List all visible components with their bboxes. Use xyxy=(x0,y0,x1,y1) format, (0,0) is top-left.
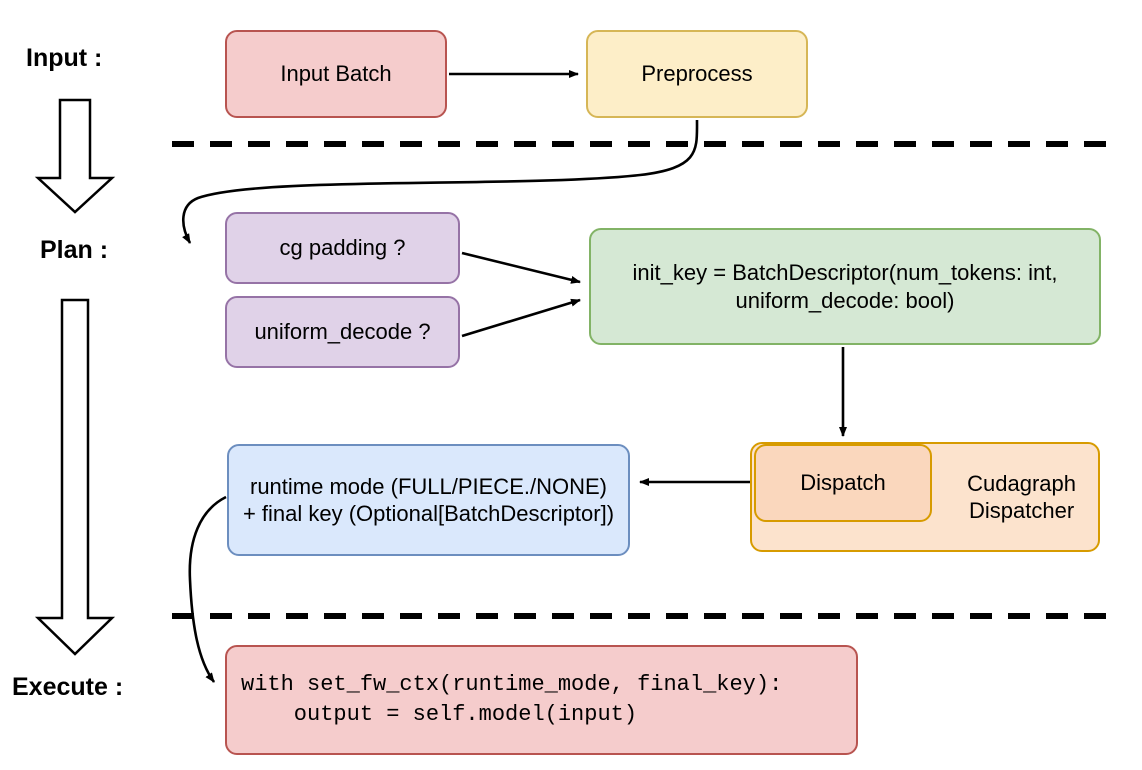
node-execute-code[interactable]: with set_fw_ctx(runtime_mode, final_key)… xyxy=(225,645,858,755)
node-dispatch[interactable]: Dispatch xyxy=(754,444,932,522)
node-uniform-decode[interactable]: uniform_decode ? xyxy=(225,296,460,368)
arrow-cg-padding-to-init-key xyxy=(461,251,581,284)
block-arrow-plan-to-execute xyxy=(34,298,116,656)
node-runtime-mode[interactable]: runtime mode (FULL/PIECE./NONE) + final … xyxy=(227,444,630,556)
node-init-key[interactable]: init_key = BatchDescriptor(num_tokens: i… xyxy=(589,228,1101,345)
node-preprocess[interactable]: Preprocess xyxy=(586,30,808,118)
arrow-uniform-decode-to-init-key xyxy=(461,298,581,338)
stage-label-input: Input : xyxy=(26,44,103,72)
block-arrow-input-to-plan xyxy=(34,98,116,214)
stage-label-plan: Plan : xyxy=(40,236,109,264)
node-input-batch[interactable]: Input Batch xyxy=(225,30,447,118)
arrow-runtime-mode-to-execute-code xyxy=(188,495,227,683)
stage-label-execute: Execute : xyxy=(12,673,124,701)
node-cg-padding[interactable]: cg padding ? xyxy=(225,212,460,284)
